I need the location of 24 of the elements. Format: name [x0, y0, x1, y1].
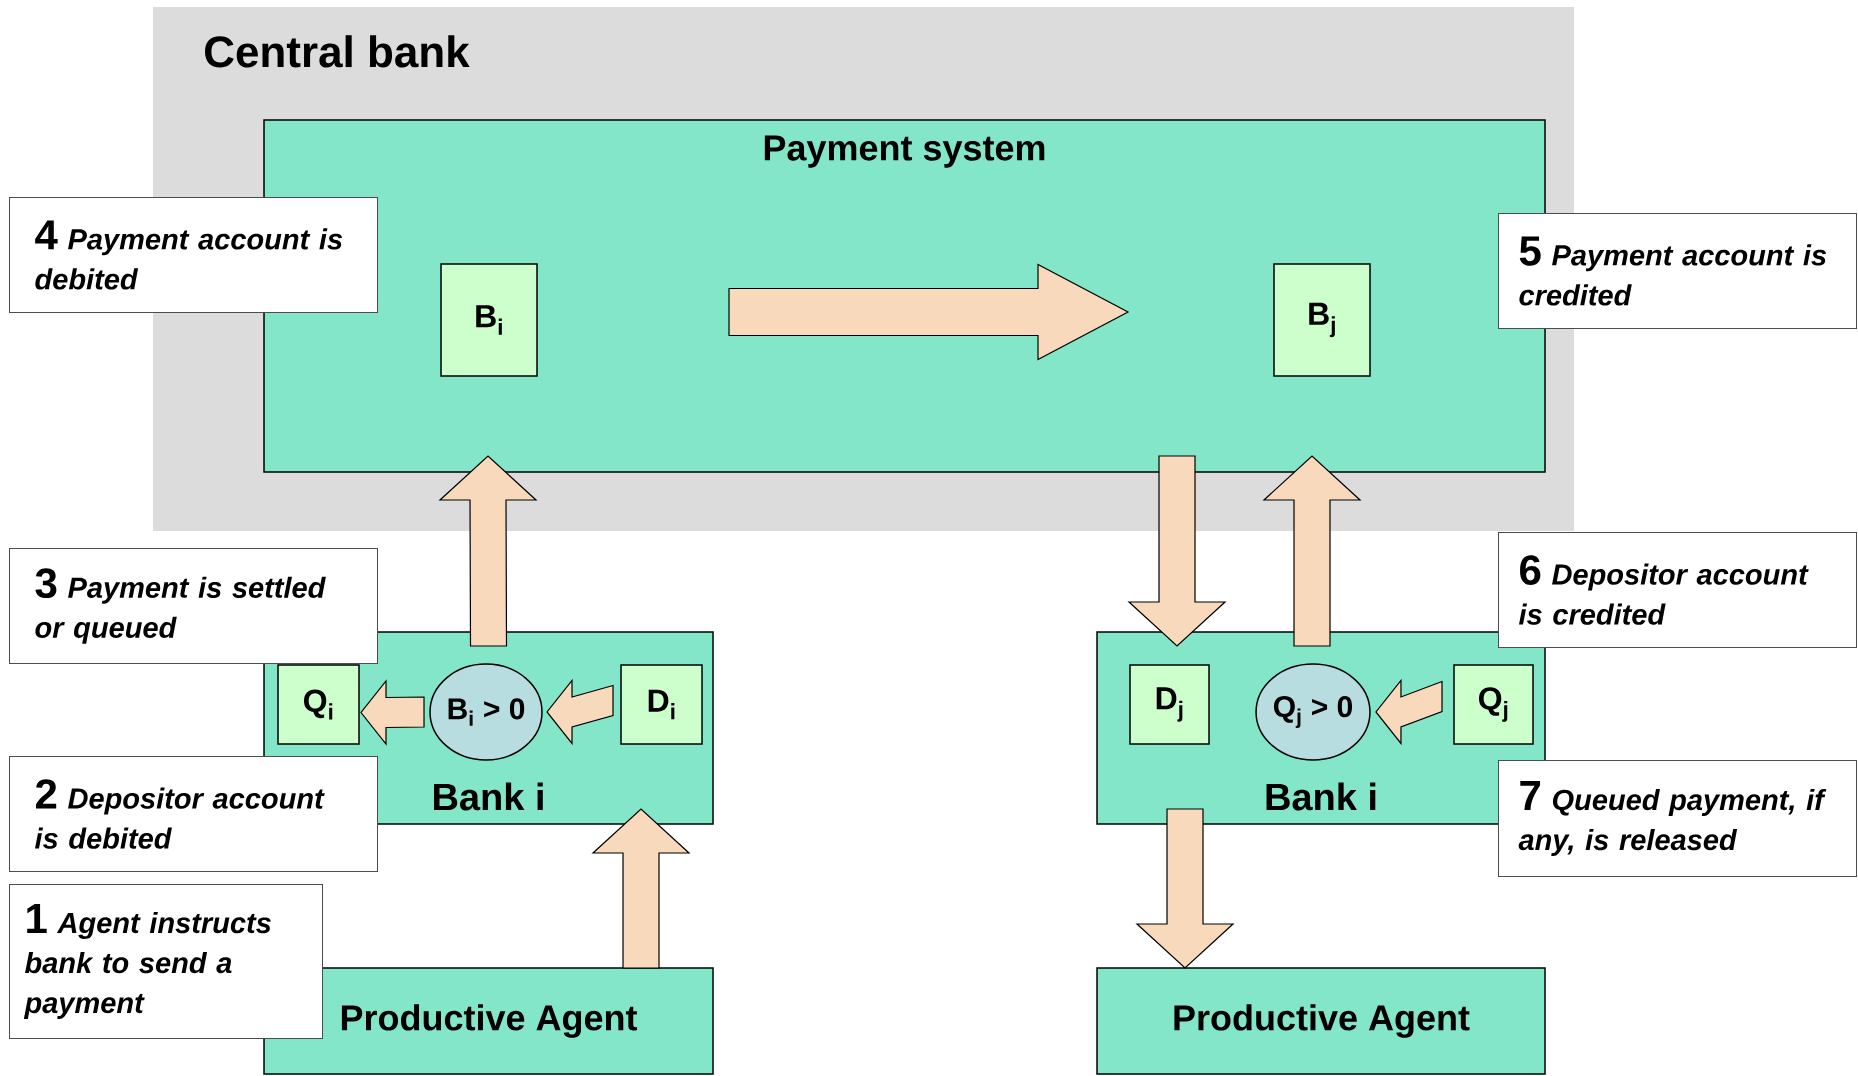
account-box: B$_{i}$: [440, 263, 538, 377]
block-arrow: [1262, 455, 1362, 647]
block-arrow: [1135, 808, 1235, 969]
agent-box: Productive Agent: [263, 967, 714, 1075]
block-arrow: [360, 679, 425, 746]
block-arrow: [1375, 678, 1443, 746]
account-box: B$_{j}$: [1273, 263, 1371, 377]
block-arrow: [728, 263, 1130, 361]
callout-box: 3 Payment is settled or queued: [9, 548, 378, 664]
block-arrow: [546, 678, 614, 746]
callout-box: 1 Agent instructs bank to send a payment: [9, 884, 323, 1039]
account-box: Q$_{i}$: [277, 664, 360, 745]
block-arrow: [591, 808, 691, 969]
account-box: Q$_{j}$: [1453, 664, 1534, 745]
block-arrow: [438, 455, 538, 647]
account-box: D$_{j}$: [1129, 664, 1210, 745]
callout-box: 2 Depositor account is debited: [9, 756, 378, 872]
callout-box: 4 Payment account is debited: [9, 197, 378, 313]
callout-box: 7 Queued payment, if any, is released: [1498, 760, 1857, 877]
account-box: D$_{i}$: [620, 664, 703, 745]
block-arrow: [1127, 455, 1227, 647]
callout-box: 6 Depositor account is credited: [1498, 532, 1857, 648]
callout-box: 5 Payment account is credited: [1498, 213, 1857, 329]
agent-box: Productive Agent: [1096, 967, 1546, 1075]
